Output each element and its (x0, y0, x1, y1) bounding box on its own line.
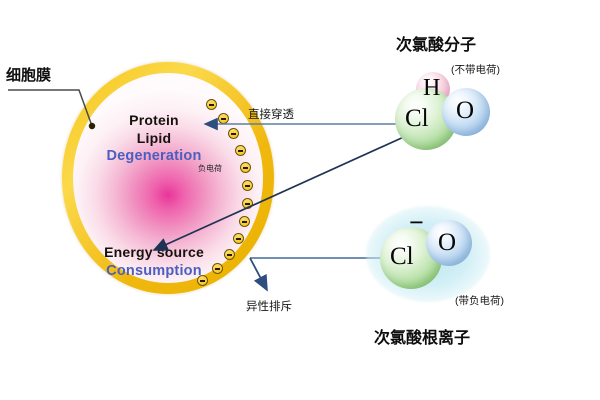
hocl-entry-arrow (152, 135, 407, 251)
negative-charge-label: 负电荷 (198, 164, 222, 173)
membrane-charge-pip (242, 180, 253, 191)
membrane-charge-pip (235, 145, 246, 156)
lipid-label: Lipid (136, 129, 172, 146)
membrane-charge-pip (239, 216, 250, 227)
hypochlorite-ion-molecule: − Cl O (378, 208, 482, 296)
repulsion-arrow (249, 257, 268, 292)
oxygen-sphere (426, 220, 472, 266)
repulsion-label: 异性排斥 (246, 301, 292, 313)
membrane-charge-pip (224, 249, 235, 260)
membrane-charge-pip (206, 99, 217, 110)
membrane-charge-pip (228, 128, 239, 139)
hypochlorite-ion-title: 次氯酸根离子 (374, 330, 471, 347)
membrane-charge-pip (212, 263, 223, 274)
membrane-charge-pip (233, 233, 244, 244)
hypochlorous-acid-charge-note: (不带电荷) (451, 64, 500, 76)
membrane-charge-pip (197, 275, 208, 286)
chlorine-atom-label: Cl (390, 243, 414, 270)
protein-label: Protein (129, 112, 179, 128)
cell-interior-bottom-text: Energy source Consumption (74, 244, 234, 280)
consumption-label: Consumption (106, 262, 202, 279)
hypochlorous-acid-title: 次氯酸分子 (396, 37, 477, 54)
cell-membrane-label: 细胞膜 (6, 67, 52, 84)
oxygen-sphere (442, 88, 490, 136)
direct-penetration-label: 直接穿透 (248, 109, 294, 121)
cell-graphic (62, 62, 274, 294)
oxygen-atom-label: O (438, 229, 457, 256)
cell-interior-top-text: Protein Lipid Degeneration (88, 112, 220, 165)
hypochlorite-ion-charge-note: (带负电荷) (455, 295, 504, 307)
hydrogen-atom-label: H (423, 75, 441, 101)
energy-source-label: Energy source (104, 244, 204, 260)
oxygen-atom-label: O (456, 97, 475, 124)
degeneration-label: Degeneration (106, 148, 202, 164)
membrane-charge-pip (240, 162, 251, 173)
hypochlorous-acid-molecule: H Cl O (392, 72, 504, 164)
negative-charge-sign: − (409, 208, 424, 237)
chlorine-atom-label: Cl (405, 105, 429, 132)
